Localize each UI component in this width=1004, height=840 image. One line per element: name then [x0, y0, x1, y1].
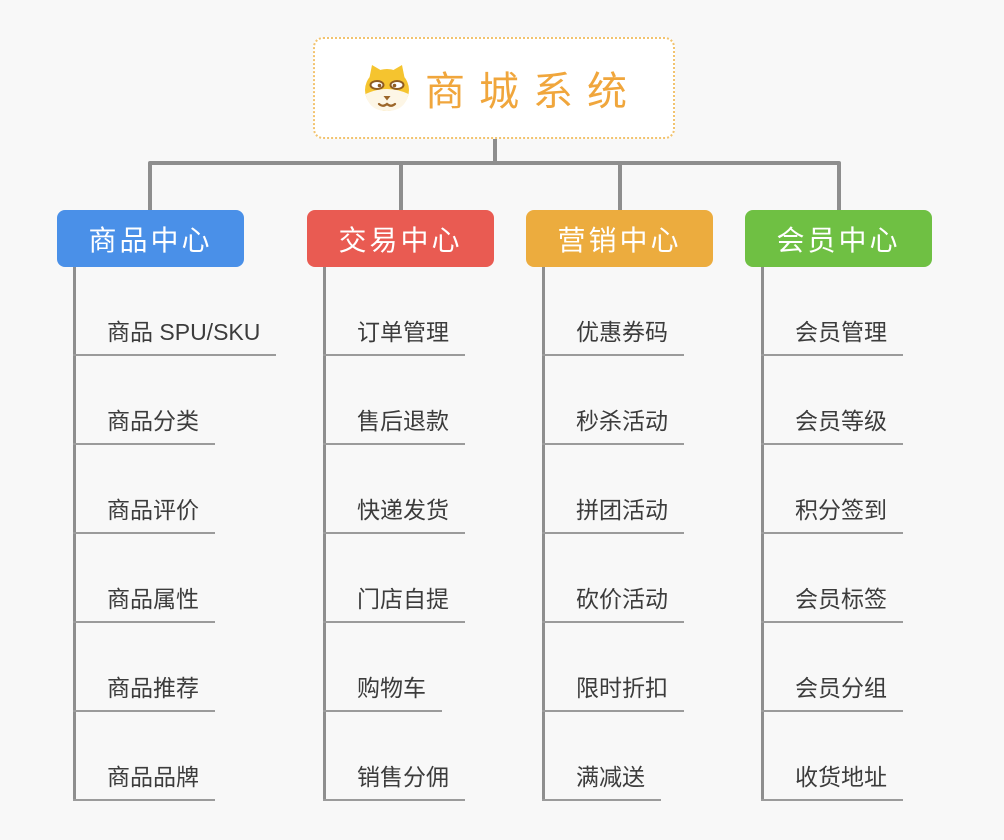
leaf-topic[interactable]: 限时折扣 — [542, 669, 684, 712]
connector-trunk-line — [73, 267, 76, 801]
leaf-topic[interactable]: 商品属性 — [73, 580, 215, 623]
leaf-topic[interactable]: 积分签到 — [761, 491, 903, 534]
leaf-topic[interactable]: 收货地址 — [761, 758, 903, 801]
branch-trade-center: 交易中心 订单管理 售后退款 快递发货 门店自提 购物车 销售分佣 — [307, 210, 494, 801]
leaf-topic[interactable]: 会员标签 — [761, 580, 903, 623]
branch-header-member-center[interactable]: 会员中心 — [745, 210, 932, 267]
leaf-topic[interactable]: 会员分组 — [761, 669, 903, 712]
branch-header-marketing-center[interactable]: 营销中心 — [526, 210, 713, 267]
connector-drop-line — [148, 163, 152, 210]
leaf-topic[interactable]: 售后退款 — [323, 402, 465, 445]
connector-root-stub — [493, 139, 497, 164]
leaf-topic[interactable]: 订单管理 — [323, 313, 465, 356]
leaf-topic[interactable]: 销售分佣 — [323, 758, 465, 801]
connector-horizontal-bar — [148, 161, 841, 165]
leaf-topic[interactable]: 门店自提 — [323, 580, 465, 623]
connector-drop-line — [837, 163, 841, 210]
leaf-topic[interactable]: 拼团活动 — [542, 491, 684, 534]
connector-trunk-line — [323, 267, 326, 801]
leaf-topic[interactable]: 秒杀活动 — [542, 402, 684, 445]
leaf-topic[interactable]: 会员等级 — [761, 402, 903, 445]
leaf-topic[interactable]: 砍价活动 — [542, 580, 684, 623]
branch-column: 优惠券码 秒杀活动 拼团活动 砍价活动 限时折扣 满减送 — [526, 267, 713, 801]
shiba-dog-icon — [361, 63, 413, 113]
leaf-topic[interactable]: 商品 SPU/SKU — [73, 313, 277, 356]
branch-marketing-center: 营销中心 优惠券码 秒杀活动 拼团活动 砍价活动 限时折扣 满减送 — [526, 210, 713, 801]
branch-header-product-center[interactable]: 商品中心 — [57, 210, 244, 267]
leaf-topic[interactable]: 满减送 — [542, 758, 661, 801]
connector-trunk-line — [542, 267, 545, 801]
branch-column: 商品 SPU/SKU 商品分类 商品评价 商品属性 商品推荐 商品品牌 — [57, 267, 277, 801]
connector-trunk-line — [761, 267, 764, 801]
leaf-topic[interactable]: 购物车 — [323, 669, 442, 712]
branch-column: 会员管理 会员等级 积分签到 会员标签 会员分组 收货地址 — [745, 267, 932, 801]
leaf-topic[interactable]: 优惠券码 — [542, 313, 684, 356]
root-title: 商城系统 — [425, 70, 641, 114]
branch-column: 订单管理 售后退款 快递发货 门店自提 购物车 销售分佣 — [307, 267, 494, 801]
connector-drop-line — [618, 163, 622, 210]
leaf-topic[interactable]: 商品分类 — [73, 402, 215, 445]
root-node[interactable]: 商城系统 — [313, 37, 675, 139]
branch-product-center: 商品中心 商品 SPU/SKU 商品分类 商品评价 商品属性 商品推荐 商品品牌 — [57, 210, 277, 801]
leaf-topic[interactable]: 商品评价 — [73, 491, 215, 534]
branch-member-center: 会员中心 会员管理 会员等级 积分签到 会员标签 会员分组 收货地址 — [745, 210, 932, 801]
leaf-topic[interactable]: 快递发货 — [323, 491, 465, 534]
connector-drop-line — [399, 163, 403, 210]
leaf-topic[interactable]: 商品品牌 — [73, 758, 215, 801]
leaf-topic[interactable]: 会员管理 — [761, 313, 903, 356]
leaf-topic[interactable]: 商品推荐 — [73, 669, 215, 712]
branch-header-trade-center[interactable]: 交易中心 — [307, 210, 494, 267]
